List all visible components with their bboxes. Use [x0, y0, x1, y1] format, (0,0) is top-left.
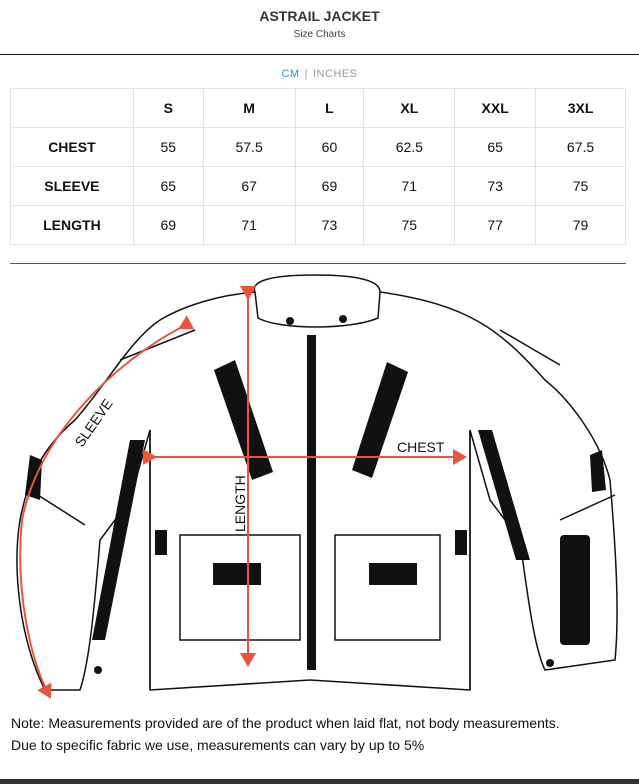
jacket-diagram: SLEEVE LENGTH CHEST [16, 274, 618, 699]
table-cell: 75 [363, 205, 456, 245]
unit-cm-tab[interactable]: CM [281, 68, 300, 80]
size-header: M [202, 88, 296, 128]
row-label: CHEST [10, 127, 134, 167]
table-row: SLEEVE 65 67 69 71 73 75 [10, 166, 626, 206]
table-cell: 67.5 [535, 127, 626, 167]
table-cell: 55 [132, 127, 204, 167]
table-cell: 75 [535, 166, 626, 206]
table-cell: 57.5 [202, 127, 296, 167]
divider [0, 54, 639, 55]
table-row: CHEST 55 57.5 60 62.5 65 67.5 [10, 127, 626, 167]
table-cell: 67 [202, 166, 296, 206]
size-header: L [294, 88, 365, 128]
table-cell: 62.5 [363, 127, 456, 167]
length-label: LENGTH [232, 475, 248, 532]
size-header: S [132, 88, 204, 128]
size-header: XXL [454, 88, 537, 128]
unit-toggle: CM | INCHES [0, 68, 639, 80]
table-row: LENGTH 69 71 73 75 77 79 [10, 205, 626, 245]
table-cell: 73 [294, 205, 365, 245]
size-table: S M L XL XXL 3XL CHEST 55 57.5 60 62.5 6… [10, 88, 626, 245]
size-header: 3XL [535, 88, 626, 128]
table-cell: 65 [454, 127, 537, 167]
table-cell: 71 [202, 205, 296, 245]
note-line-2: Due to specific fabric we use, measureme… [11, 737, 425, 753]
size-header: XL [363, 88, 456, 128]
sleeve-arrow [19, 315, 195, 699]
chest-label: CHEST [397, 439, 445, 455]
unit-separator: | [304, 68, 308, 80]
measurement-arrows [19, 286, 467, 699]
unit-inches-tab[interactable]: INCHES [312, 68, 358, 80]
table-cell: 73 [454, 166, 537, 206]
table-cell: 79 [535, 205, 626, 245]
divider [10, 263, 626, 264]
table-cell: 69 [132, 205, 204, 245]
page-title: ASTRAIL JACKET [259, 8, 380, 24]
row-label: SLEEVE [10, 166, 134, 206]
row-label: LENGTH [10, 205, 134, 245]
table-header-row: S M L XL XXL 3XL [10, 88, 626, 128]
page-subtitle: Size Charts [293, 29, 346, 40]
table-cell: 65 [132, 166, 204, 206]
empty-header-cell [10, 88, 134, 128]
table-cell: 77 [454, 205, 537, 245]
table-cell: 60 [294, 127, 365, 167]
bottom-bar [0, 779, 639, 784]
table-cell: 69 [294, 166, 365, 206]
note-line-1: Note: Measurements provided are of the p… [11, 715, 560, 731]
table-cell: 71 [363, 166, 456, 206]
